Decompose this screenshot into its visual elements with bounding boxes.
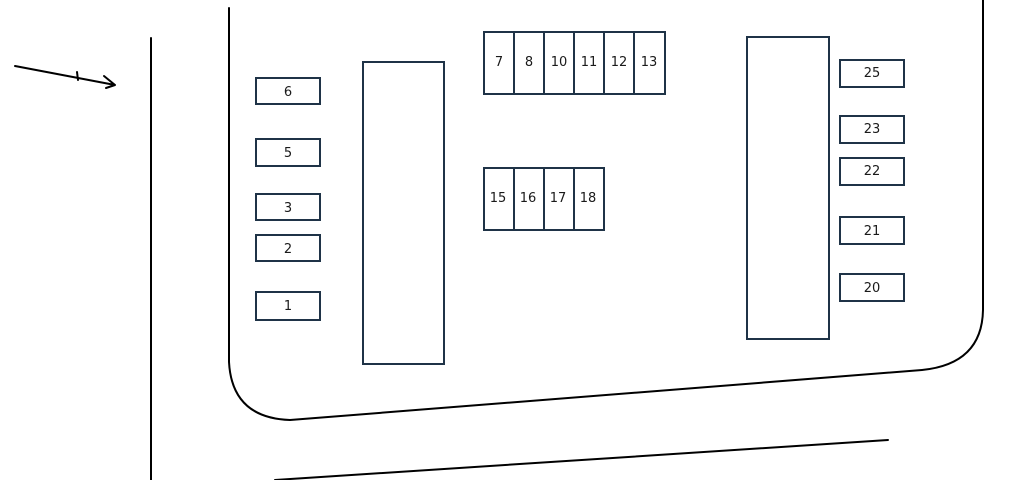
stall-number: 17 xyxy=(550,191,567,206)
stall-group-left: 6 5 3 2 1 xyxy=(255,77,321,321)
stall[interactable]: 18 xyxy=(573,167,605,231)
stall[interactable]: 16 xyxy=(513,167,545,231)
stall-group-middle: 15 16 17 18 xyxy=(483,167,605,231)
road-line-lower xyxy=(274,439,889,480)
stall[interactable]: 12 xyxy=(603,31,635,95)
stall[interactable]: 7 xyxy=(483,31,515,95)
stall[interactable]: 21 xyxy=(839,216,905,245)
stall-number: 6 xyxy=(284,85,292,100)
stall-number: 21 xyxy=(864,224,881,239)
stall-number: 5 xyxy=(284,146,292,161)
stall-group-right: 25 23 22 21 20 xyxy=(839,59,905,302)
stall-number: 11 xyxy=(581,55,598,70)
stall[interactable]: 5 xyxy=(255,138,321,167)
stall-number: 13 xyxy=(641,55,658,70)
stall[interactable]: 3 xyxy=(255,193,321,221)
stall[interactable]: 22 xyxy=(839,157,905,186)
stall-number: 2 xyxy=(284,242,292,257)
stall-number: 18 xyxy=(580,191,597,206)
stall-number: 8 xyxy=(525,55,533,70)
stall[interactable]: 13 xyxy=(633,31,666,95)
stall[interactable]: 20 xyxy=(839,273,905,302)
stall-number: 22 xyxy=(864,164,881,179)
stall[interactable]: 15 xyxy=(483,167,515,231)
stall[interactable]: 1 xyxy=(255,291,321,321)
stall-number: 12 xyxy=(611,55,628,70)
stall-number: 15 xyxy=(490,191,507,206)
stall-group-top: 7 8 10 11 12 13 xyxy=(483,31,666,95)
center-left-block xyxy=(362,61,445,365)
stall[interactable]: 2 xyxy=(255,234,321,262)
stall[interactable]: 23 xyxy=(839,115,905,144)
stall-number: 16 xyxy=(520,191,537,206)
stall-number: 25 xyxy=(864,66,881,81)
stall[interactable]: 10 xyxy=(543,31,575,95)
stall[interactable]: 6 xyxy=(255,77,321,105)
stall[interactable]: 17 xyxy=(543,167,575,231)
lot-boundary xyxy=(228,0,984,421)
north-arrow-icon xyxy=(14,65,116,89)
stall[interactable]: 11 xyxy=(573,31,605,95)
stall[interactable]: 25 xyxy=(839,59,905,88)
right-block xyxy=(746,36,830,340)
stall-number: 10 xyxy=(551,55,568,70)
stall-number: 23 xyxy=(864,122,881,137)
stall-number: 20 xyxy=(864,281,881,296)
stall-number: 7 xyxy=(495,55,503,70)
stall-number: 3 xyxy=(284,201,292,216)
stall[interactable]: 8 xyxy=(513,31,545,95)
stall-number: 1 xyxy=(284,299,292,314)
